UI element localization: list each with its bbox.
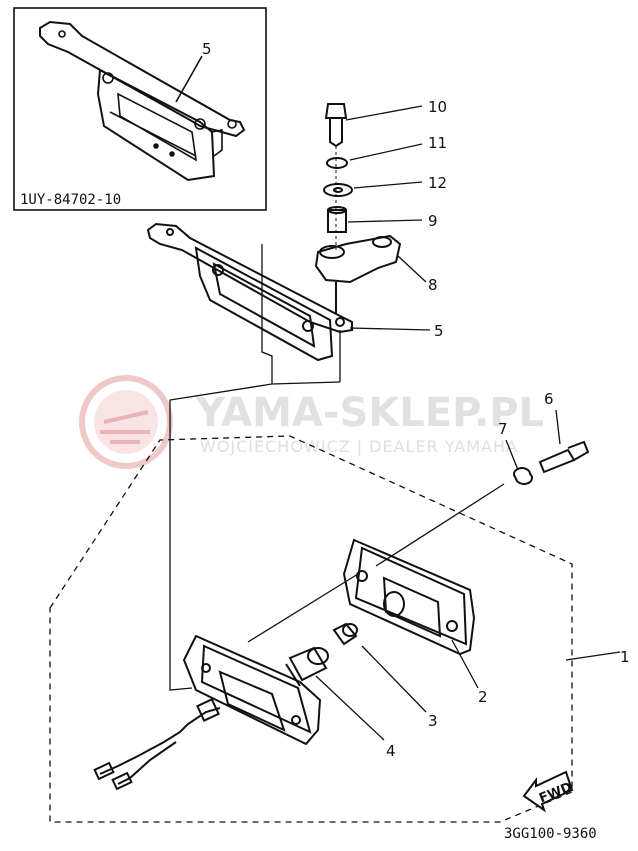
watermark-title: YAMA-SKLEP.PL	[195, 390, 544, 436]
mount-lines	[169, 244, 505, 691]
inset-part-code: 1UY-84702-10	[20, 192, 121, 208]
watermark-subtitle: WOJCIECHOWICZ | DEALER YAMAHA	[200, 437, 518, 456]
lamp-lens	[342, 538, 476, 656]
callout-7: 7	[498, 420, 508, 438]
leader-lines	[315, 105, 621, 741]
assembly-outline	[49, 435, 573, 823]
fastener-stack	[314, 103, 402, 314]
callout-11: 11	[428, 134, 447, 152]
inset-callout: 5	[202, 40, 212, 58]
callout-3: 3	[428, 712, 438, 730]
bracket-part	[146, 222, 353, 362]
inset-box	[13, 7, 267, 211]
socket	[285, 646, 329, 687]
watermark: YAMA-SKLEP.PL WOJCIECHOWICZ | DEALER YAM…	[79, 375, 544, 469]
callout-4: 4	[386, 742, 396, 760]
callout-12: 12	[428, 174, 447, 192]
callout-1: 1	[620, 648, 630, 666]
fwd-arrow: FWD	[522, 770, 574, 813]
bulb	[332, 622, 358, 646]
bolt-6	[513, 440, 590, 485]
fwd-arrow-icon	[522, 770, 574, 813]
lamp-base	[93, 634, 322, 791]
callout-5: 5	[434, 322, 444, 340]
callout-2: 2	[478, 688, 488, 706]
callout-6: 6	[544, 390, 554, 408]
callout-9: 9	[428, 212, 438, 230]
callout-8: 8	[428, 276, 438, 294]
callout-10: 10	[428, 98, 447, 116]
drawing-code: 3GG100-9360	[504, 826, 597, 842]
